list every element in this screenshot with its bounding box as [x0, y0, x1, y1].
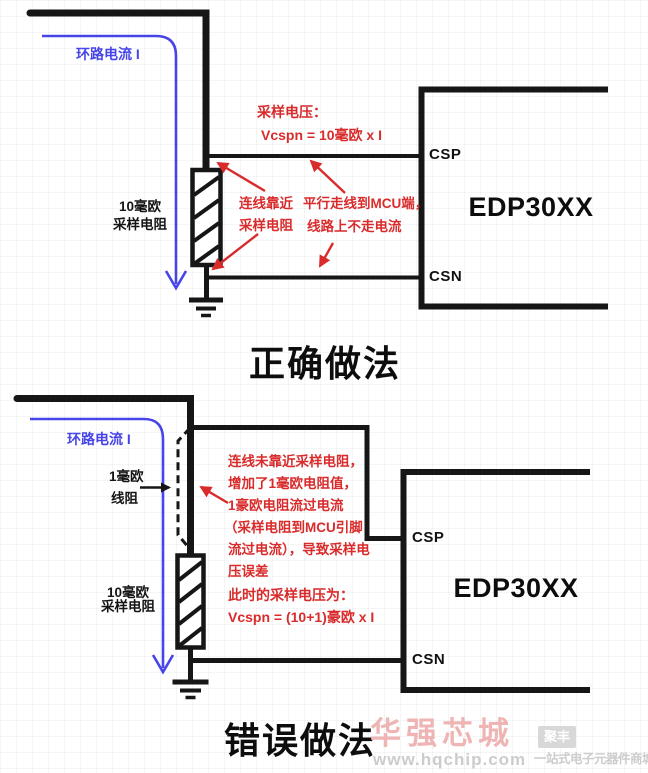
power-loop-trace [26, 9, 210, 174]
near-resistor-note: 连线靠近 [239, 196, 293, 211]
ground-icon [189, 265, 223, 318]
near-resistor-note: 采样电阻 [239, 218, 293, 233]
error-note-line: 连线未靠近采样电阻， [228, 454, 363, 469]
sample-voltage-formula: Vcspn = 10毫欧 x I [261, 127, 382, 143]
chip-name: EDP30XX [453, 573, 579, 603]
watermark-badge: 聚丰 [538, 726, 576, 748]
pin-label-csn: CSN [412, 651, 446, 668]
error-note-line: 压误差 [228, 564, 269, 579]
diagram-correct-graphics [26, 9, 608, 318]
sample-voltage-note: 此时的采样电压为： [228, 587, 354, 603]
resistor-value-label: 10毫欧 [119, 199, 162, 214]
diagram-title-wrong: 错误做法 [223, 720, 376, 761]
sample-voltage-note: 采样电压： [257, 104, 327, 120]
diagram-title-correct: 正确做法 [248, 343, 401, 384]
loop-current-arrowhead-icon [151, 654, 175, 675]
edp-chip-outline [418, 86, 608, 310]
loop-current-line [30, 417, 165, 668]
trace-resistance-name-label: 线阻 [111, 491, 138, 506]
resistor-name-label: 采样电阻 [113, 217, 167, 232]
parallel-route-note: 线路上不走电流 [307, 219, 402, 234]
trace-resistance-dashed-line [176, 426, 192, 550]
pin-label-csp: CSP [429, 146, 462, 163]
error-note-line: （采样电阻到MCU引脚 [224, 520, 363, 535]
resistor-value-label: 10毫欧 [107, 585, 150, 600]
resistor-name-label: 采样电阻 [101, 599, 155, 614]
chip-name: EDP30XX [468, 192, 594, 222]
power-loop-trace [13, 395, 194, 560]
pin-label-csp: CSP [412, 529, 445, 546]
resistor-hatch [192, 175, 221, 266]
resistor-hatch [177, 560, 204, 648]
error-note-line: 增加了1毫欧电阻值， [228, 476, 358, 491]
parallel-route-note: 平行走线到MCU端， [303, 196, 429, 211]
ground-icon [172, 647, 209, 700]
error-note-line: 1豪欧电阻流过电流 [228, 498, 344, 513]
watermark-url: www.hqchip.com [373, 750, 527, 769]
sample-voltage-formula: Vcspn = (10+1)豪欧 x I [228, 609, 375, 625]
loop-current-label: 环路电流 I [67, 431, 131, 447]
diagram-wrong-graphics [13, 395, 590, 700]
loop-current-line [42, 34, 178, 284]
loop-current-label: 环路电流 I [76, 46, 140, 62]
loop-current-arrowhead-icon [164, 270, 188, 291]
watermark-slogan: 一站式电子元器件商城 [534, 752, 648, 766]
annotation-arrow [199, 485, 229, 505]
watermark-brand: 华强芯城 [370, 716, 514, 751]
annotation-arrows [211, 159, 346, 271]
edp-chip-outline [400, 469, 590, 693]
csp-far-route-trace [193, 425, 403, 541]
trace-resistance-value-label: 1毫欧 [109, 469, 144, 484]
pin-label-csn: CSN [429, 268, 463, 285]
error-note-line: 流过电流），导致采样电 [228, 542, 370, 557]
